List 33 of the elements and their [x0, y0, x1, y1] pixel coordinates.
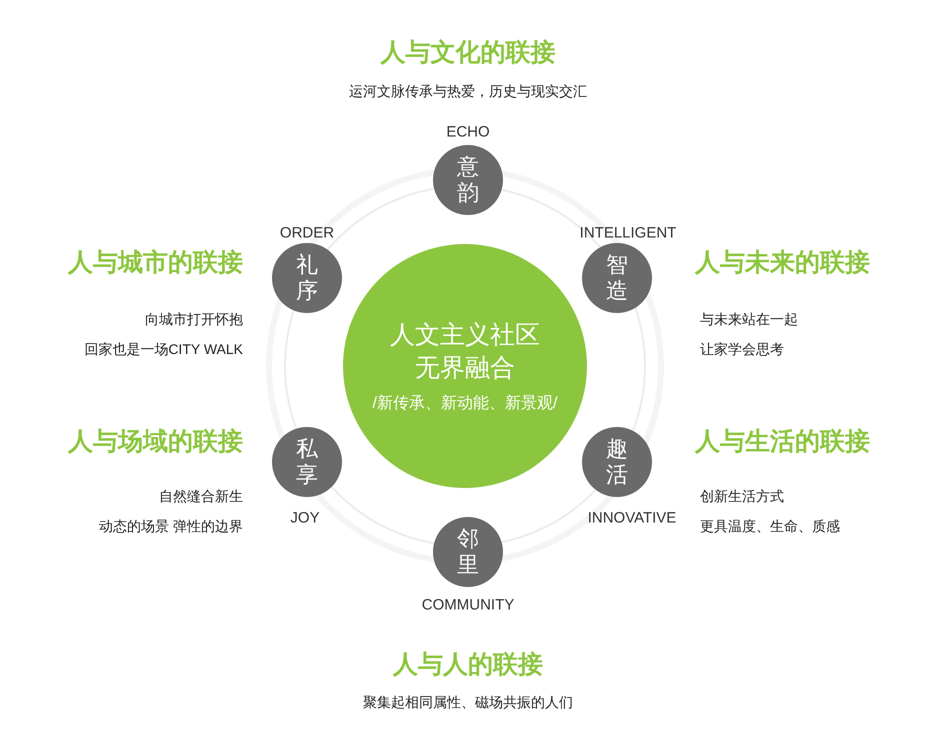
section-heading: 人与场域的联接	[68, 426, 243, 458]
circle-node	[272, 243, 342, 313]
circle-node	[582, 243, 652, 313]
section-heading: 人与人的联接	[393, 650, 543, 680]
english-caption: INNOVATIVE	[588, 510, 676, 526]
english-caption: INTELLIGENT	[580, 224, 676, 242]
description-text: 运河文脉传承与热爱，历史与现实交汇	[349, 83, 587, 101]
node-label: 意韵	[456, 154, 480, 206]
center-title: 人文主义社区无界融合	[389, 320, 541, 384]
english-caption: ORDER	[280, 224, 334, 242]
section-heading: 人与城市的联接	[68, 248, 243, 278]
node-label: 智造	[605, 252, 629, 304]
english-caption: COMMUNITY	[422, 596, 514, 614]
node-label: 私享	[295, 436, 319, 488]
description-text: 与未来站在一起	[700, 311, 798, 329]
english-caption: JOY	[290, 510, 320, 526]
section-heading: 人与生活的联接	[695, 426, 870, 458]
node-label: 礼序	[295, 252, 319, 304]
node-label: 趣活	[605, 436, 629, 488]
description-text: 自然缝合新生	[159, 488, 243, 506]
description-text: 向城市打开怀抱	[145, 311, 243, 329]
section-heading: 人与文化的联接	[380, 38, 556, 68]
description-text: 回家也是一场CITY WALK	[84, 341, 243, 359]
node-label: 邻里	[456, 526, 480, 578]
description-text: 让家学会思考	[700, 341, 784, 359]
center-subtitle: /新传承、新动能、新景观/	[372, 394, 558, 414]
description-text: 聚集起相同属性、磁场共振的人们	[363, 694, 573, 712]
description-text: 动态的场景 弹性的边界	[99, 518, 243, 536]
description-text: 更具温度、生命、质感	[700, 518, 840, 536]
circle-node	[582, 427, 652, 497]
section-heading: 人与未来的联接	[695, 248, 870, 278]
description-text: 创新生活方式	[700, 488, 784, 506]
english-caption: ECHO	[446, 124, 490, 140]
